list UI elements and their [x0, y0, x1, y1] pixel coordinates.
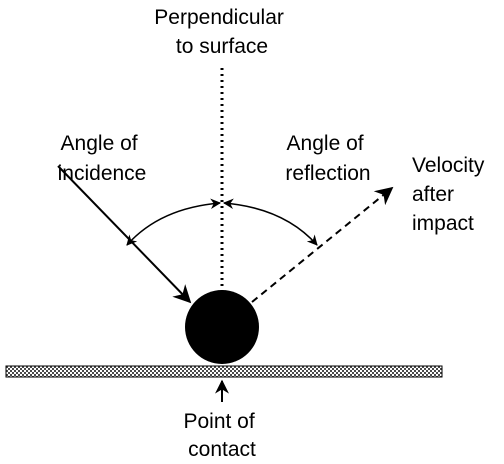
incident-arrow: [57, 165, 192, 304]
perpendicular-label-line2: to surface: [176, 35, 268, 58]
angle-of-reflection-arc: [222, 198, 318, 246]
velocity-after-impact-label-line3: impact: [412, 212, 474, 235]
surface: [5, 365, 443, 378]
velocity-after-impact-label: Velocity after impact: [412, 154, 490, 235]
angle-of-reflection-label: Angle of reflection: [285, 132, 370, 185]
ball: [185, 290, 259, 364]
perpendicular-label-line1: Perpendicular: [154, 6, 284, 29]
point-of-contact-label-line1: Point of: [183, 410, 254, 433]
angle-of-incidence-label-line1: Angle of: [61, 132, 138, 155]
velocity-after-impact-label-line1: Velocity: [412, 154, 485, 177]
angle-of-incidence-arc: [126, 198, 222, 246]
reflected-arrow: [251, 186, 394, 303]
point-of-contact-label: Point of contact: [183, 410, 260, 461]
point-of-contact-label-line2: contact: [188, 438, 256, 461]
angle-of-incidence-label: Angle of incidence: [58, 132, 147, 185]
velocity-after-impact-label-line2: after: [412, 183, 454, 206]
angle-of-reflection-label-line1: Angle of: [287, 132, 364, 155]
perpendicular-label: Perpendicular to surface: [154, 6, 289, 58]
angle-of-incidence-label-line2: incidence: [58, 162, 147, 185]
angle-of-reflection-label-line2: reflection: [285, 162, 370, 185]
